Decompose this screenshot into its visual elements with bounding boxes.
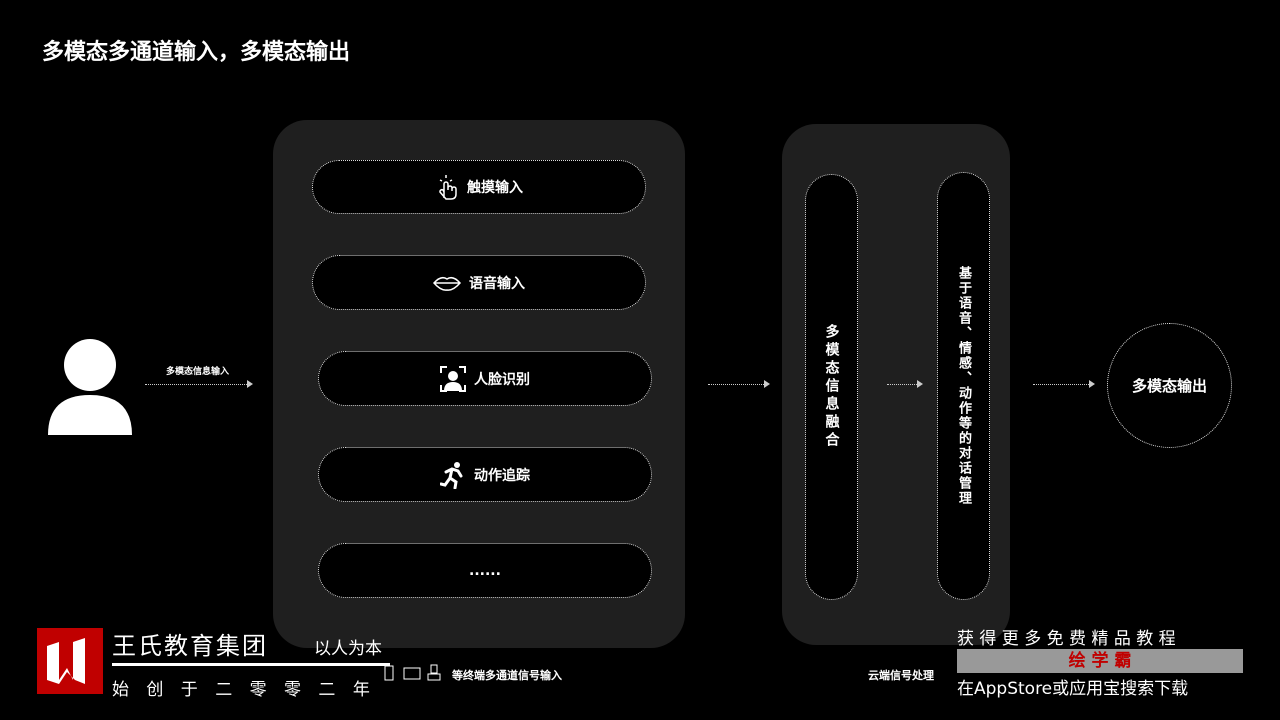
arrow xyxy=(708,380,770,388)
arrow xyxy=(145,380,253,388)
input-label: 语音输入 xyxy=(469,275,525,292)
input-label: 多模态信息输入 xyxy=(166,367,230,377)
brand-founded: 始 创 于 二 零 零 二 年 xyxy=(112,680,376,700)
arrow xyxy=(1033,380,1095,388)
input-motion: 动作追踪 xyxy=(318,447,652,502)
divider xyxy=(112,663,390,666)
output-label: 多模态输出 xyxy=(1131,377,1207,395)
dialog-pill: 基于语音、情感、动作等的对话管理 xyxy=(937,172,990,600)
arrow xyxy=(887,380,923,388)
touch-icon xyxy=(439,175,457,200)
fusion-pill: 多模态信息融合 xyxy=(805,174,858,600)
promo-download: 在AppStore或应用宝搜索下载 xyxy=(957,679,1189,699)
dialog-label: 基于语音、情感、动作等的对话管理 xyxy=(956,266,971,506)
input-label: 动作追踪 xyxy=(474,467,530,484)
input-more: ...... xyxy=(318,543,652,598)
input-face: 人脸识别 xyxy=(318,351,652,406)
input-label: 人脸识别 xyxy=(474,371,530,388)
fusion-label: 多模态信息融合 xyxy=(823,324,840,450)
face-id-icon xyxy=(440,365,466,392)
terminal-label: 等终端多通道信号输入 xyxy=(452,669,562,682)
lips-icon xyxy=(433,276,461,291)
promo-text: 获 得 更 多 免 费 精 品 教 程 xyxy=(957,629,1176,649)
brand-slogan: 以人为本 xyxy=(314,639,382,659)
input-touch: 触摸输入 xyxy=(312,160,646,214)
page-title: 多模态多通道输入，多模态输出 xyxy=(42,40,351,65)
running-icon xyxy=(440,461,463,489)
input-label: ...... xyxy=(469,562,501,579)
user-icon xyxy=(48,339,132,435)
devices-icon xyxy=(384,664,441,681)
app-name: 绘 学 霸 xyxy=(957,649,1243,673)
brand-logo xyxy=(37,628,103,694)
output-circle: 多模态输出 xyxy=(1107,323,1232,448)
brand-name: 王氏教育集团 xyxy=(112,632,268,660)
cloud-label: 云端信号处理 xyxy=(868,669,934,682)
input-label: 触摸输入 xyxy=(467,180,523,196)
input-voice: 语音输入 xyxy=(312,255,646,310)
